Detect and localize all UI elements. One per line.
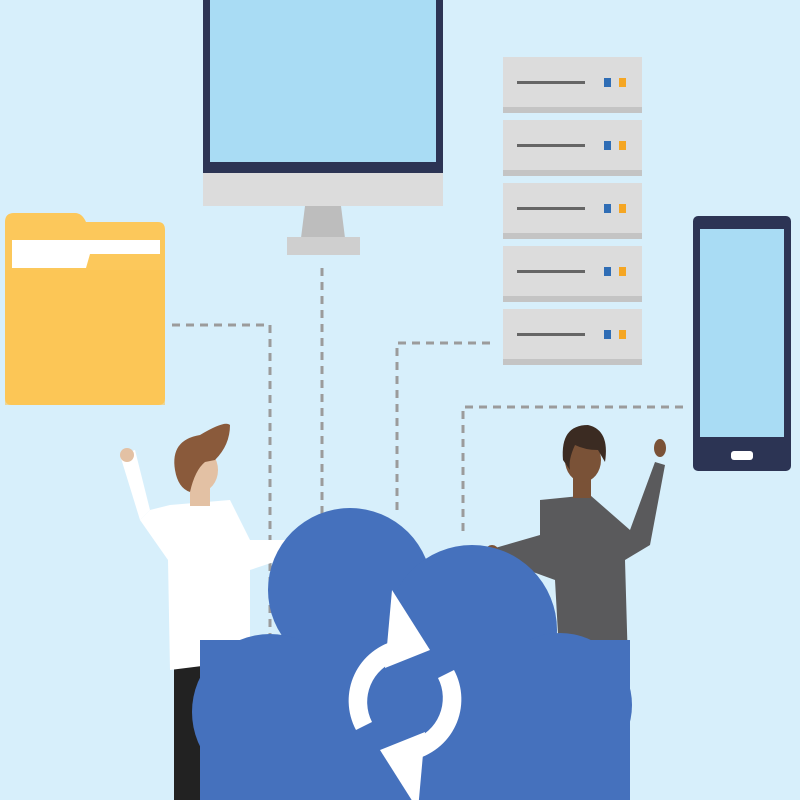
server-led-orange [619,330,626,339]
server-rack-icon [503,57,642,365]
folder-connector [172,323,272,640]
server-led-orange [619,141,626,150]
server-unit-shadow [503,296,642,302]
server-led-blue [604,267,611,276]
server-slot [517,333,585,336]
server-led-blue [604,78,611,87]
server-slot [517,270,585,273]
connector-lines [172,268,683,640]
phone-connector [461,405,683,535]
server-unit [503,183,642,239]
server-unit [503,57,642,113]
server-unit-shadow [503,107,642,113]
server-led-orange [619,78,626,87]
desktop-monitor-icon [203,0,443,255]
server-led-orange [619,267,626,276]
sync-arrows-icon [348,590,462,800]
server-slot [517,81,585,84]
server-unit-shadow [503,170,642,176]
smartphone-icon [693,216,791,471]
server-led-blue [604,204,611,213]
server-slot [517,207,585,210]
server-unit-shadow [503,359,642,365]
server-connector [395,341,490,515]
server-unit [503,309,642,365]
cloud-sync-icon [192,508,632,800]
server-led-blue [604,141,611,150]
server-slot [517,144,585,147]
server-unit [503,246,642,302]
server-led-blue [604,330,611,339]
server-led-orange [619,204,626,213]
folder-icon [5,213,165,405]
server-unit-shadow [503,233,642,239]
server-unit [503,120,642,176]
